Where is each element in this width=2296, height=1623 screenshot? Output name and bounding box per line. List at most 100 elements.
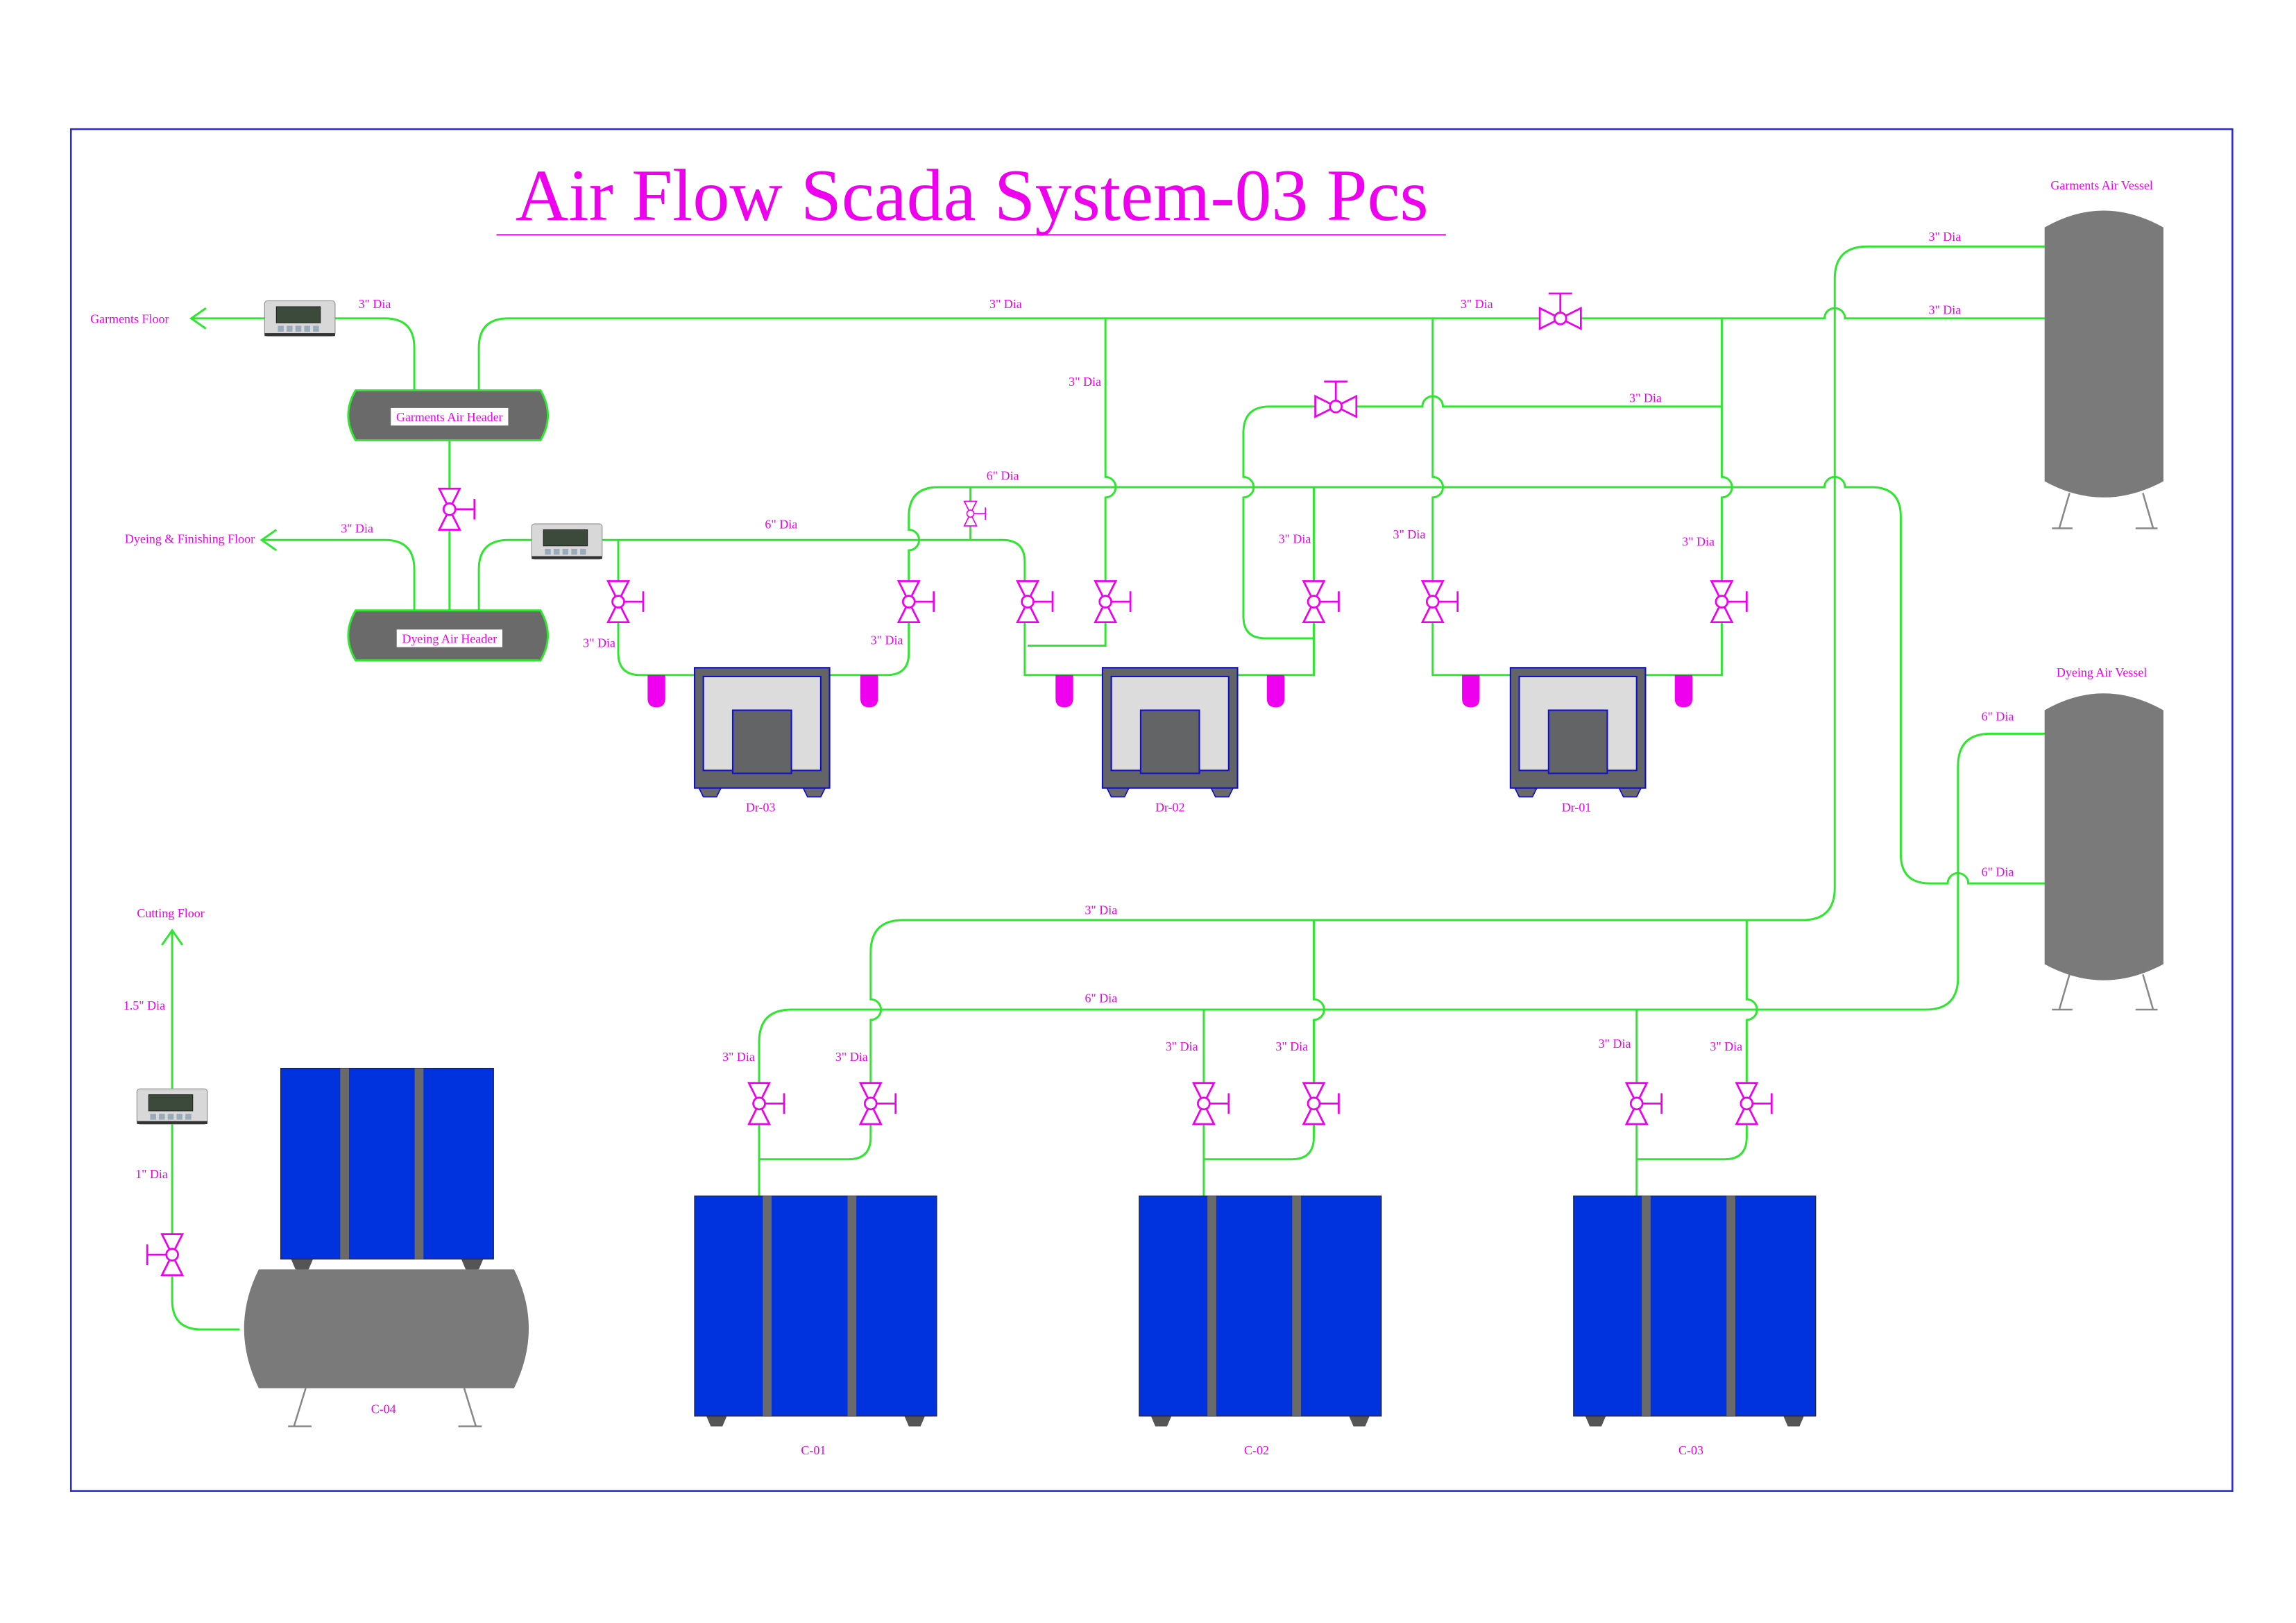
meter-display [275, 306, 321, 323]
valve-icon[interactable] [1094, 580, 1132, 624]
pipe-size-label: 3" Dia [1682, 535, 1715, 549]
dryer-label: Dr-01 [1562, 801, 1592, 815]
dryer-label: Dr-02 [1155, 801, 1185, 815]
valve-icon[interactable] [1420, 580, 1459, 624]
meter-button[interactable] [553, 548, 560, 555]
pipe-network [161, 245, 2048, 1331]
pipe-size-label: 3" Dia [722, 1050, 755, 1064]
pipe-dyeing-floor [260, 529, 416, 611]
pipe-cutting-floor [161, 928, 240, 1331]
pipe-size-label: 3" Dia [1085, 903, 1117, 917]
valve-icon[interactable] [437, 487, 476, 531]
pipe-dr01-inlet [1431, 318, 1511, 677]
pipe-dr02-inlet [1028, 318, 1117, 647]
compressor-label: C-04 [371, 1402, 396, 1416]
pipe-size-label: 1" Dia [135, 1167, 168, 1181]
pipe-size-label: 3" Dia [1461, 297, 1493, 311]
meter-display [148, 1094, 194, 1112]
valve-icon[interactable] [1302, 1082, 1340, 1125]
pipe-6in-dyeing [599, 538, 1103, 677]
meter-button[interactable] [580, 548, 586, 555]
meter-button[interactable] [571, 548, 577, 555]
pipe-dr01-outlet [1644, 318, 1733, 677]
pipe-size-label: 6" Dia [1085, 991, 1117, 1005]
filter-icon [1674, 674, 1693, 708]
compressor-c02[interactable] [1139, 1195, 1382, 1427]
garments-vessel-label: Garments Air Vessel [2050, 178, 2152, 192]
pipe-size-label: 6" Dia [1982, 709, 2014, 723]
pipe-main-3in-top [477, 307, 2048, 391]
garments-air-header[interactable]: Garments Air Header [347, 389, 549, 441]
pipe-size-label: 3" Dia [1928, 230, 1961, 244]
filter-icon [1462, 674, 1480, 708]
pipe-size-label: 3" Dia [1279, 532, 1311, 545]
valve-icon[interactable] [1538, 292, 1582, 330]
dyeing-vessel-label: Dyeing Air Vessel [2057, 665, 2147, 679]
compressor-label: C-02 [1244, 1443, 1269, 1457]
valve-icon[interactable] [1302, 580, 1340, 624]
page-title: Air Flow Scada System-03 Pcs [516, 155, 1429, 236]
pipe-size-label: 3" Dia [1393, 527, 1426, 541]
pipe-dr03-inlet [617, 540, 695, 677]
meter-button[interactable] [185, 1114, 192, 1120]
meter-button[interactable] [313, 325, 319, 332]
pipe-size-label: 3" Dia [1166, 1039, 1198, 1053]
meter-button[interactable] [545, 548, 551, 555]
filter-icon [1266, 674, 1285, 708]
valve-icon[interactable] [606, 580, 645, 624]
valve-icon[interactable] [747, 1082, 785, 1125]
dryer-unit[interactable] [1101, 667, 1239, 798]
valve-icon[interactable] [1314, 380, 1358, 418]
flow-meter[interactable] [264, 300, 336, 337]
compressor-c03[interactable] [1573, 1195, 1817, 1427]
pipe-6in-upper [829, 475, 2048, 885]
dryer-unit[interactable] [1509, 667, 1647, 798]
pipe-size-label: 6" Dia [1982, 865, 2014, 879]
compressor-c04[interactable] [280, 1067, 494, 1270]
valve-icon[interactable] [1735, 1082, 1773, 1125]
dyeing-air-vessel[interactable] [2044, 693, 2163, 1011]
valve-icon[interactable] [1624, 1082, 1663, 1125]
dryer-unit[interactable] [693, 667, 831, 798]
dyeing-air-header-label: Dyeing Air Header [402, 631, 497, 645]
compressor-label: C-03 [1678, 1443, 1703, 1457]
pipe-dr02-outlet [1237, 487, 1315, 677]
dyeing-air-header[interactable]: Dyeing Air Header [347, 609, 549, 662]
pipe-meter-dyeing-header [477, 538, 532, 611]
garments-air-vessel[interactable] [2044, 210, 2163, 529]
pipe-size-label: 3" Dia [1629, 391, 1662, 405]
compressor-c04-tank[interactable] [244, 1259, 529, 1427]
pipe-size-label: 3" Dia [1069, 375, 1101, 389]
cutting-floor-label: Cutting Floor [137, 906, 204, 920]
compressor-c01[interactable] [694, 1195, 937, 1427]
pipe-size-label: 3" Dia [871, 633, 903, 647]
meter-button[interactable] [304, 325, 310, 332]
valve-icon[interactable] [896, 580, 935, 624]
meter-button[interactable] [159, 1114, 165, 1120]
meter-button[interactable] [176, 1114, 182, 1120]
pipe-size-label: 3" Dia [989, 297, 1022, 311]
meter-button[interactable] [167, 1114, 174, 1120]
valve-icon[interactable] [146, 1233, 185, 1277]
pipe-c03-3in [1636, 919, 1758, 1161]
flow-meter[interactable] [531, 523, 603, 560]
meter-button[interactable] [278, 325, 284, 332]
valve-icon[interactable] [1191, 1082, 1230, 1125]
frame-border [69, 128, 2234, 1492]
pipe-size-label: 3" Dia [583, 636, 615, 650]
pipe-garments-vessel-feed [759, 245, 2048, 1161]
meter-button[interactable] [287, 325, 293, 332]
valve-icon[interactable] [1710, 580, 1748, 624]
pipe-size-label: 6" Dia [765, 517, 797, 531]
meter-button[interactable] [150, 1114, 156, 1120]
pipe-c02-3in [1203, 919, 1325, 1161]
valve-icon[interactable] [858, 1082, 897, 1125]
meter-button[interactable] [562, 548, 569, 555]
pipe-size-label: 3" Dia [341, 522, 373, 536]
valve-icon[interactable] [963, 500, 987, 527]
flow-meter[interactable] [136, 1088, 208, 1125]
valve-icon[interactable] [1016, 580, 1054, 624]
garments-floor-label: Garments Floor [90, 312, 169, 325]
meter-button[interactable] [295, 325, 302, 332]
